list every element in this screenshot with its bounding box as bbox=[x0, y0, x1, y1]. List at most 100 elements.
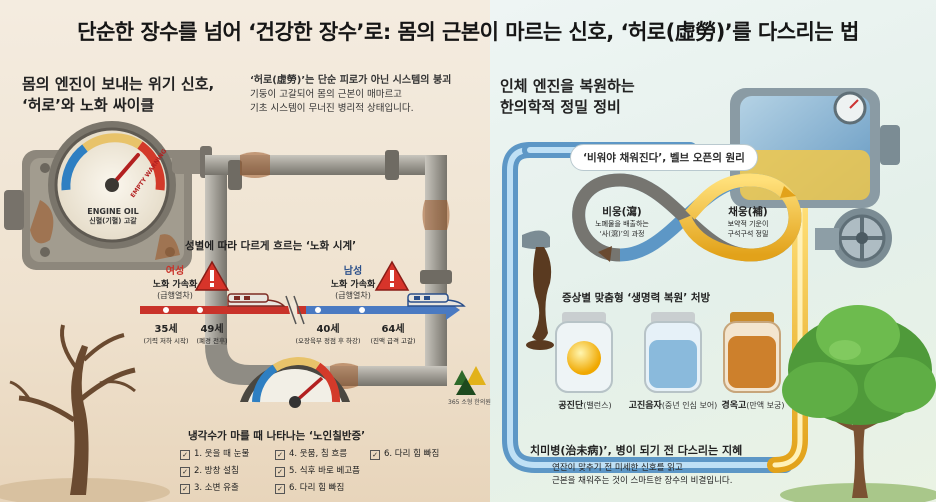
drain-title: 비웅(瀉) bbox=[602, 206, 642, 218]
prescription-title: 증상별 맞춤형 ‘생명력 복원’ 처방 bbox=[562, 292, 711, 304]
male-age1-note: (오장육부 정점 후 하강) bbox=[295, 337, 361, 345]
symptom-text: 4. 웃뭄, 침 흐름 bbox=[289, 449, 348, 459]
symptom-text: 6. 다리 힘 빠짐 bbox=[384, 449, 440, 459]
symptom-item: ✓ 4. 웃뭄, 침 흐름 bbox=[275, 447, 370, 460]
symptom-text: 2. 방창 설침 bbox=[194, 466, 239, 476]
wisdom-line2: 근본을 채워주는 것이 스마트한 장수의 비결입니다. bbox=[552, 476, 733, 486]
male-label: 남성 노화 가속화 (급행열차) bbox=[318, 262, 388, 301]
check-icon: ✓ bbox=[180, 484, 190, 494]
gauge-label-line2: 신혈(기혈) 고갈 bbox=[89, 217, 137, 225]
symptom-item: ✓ 6. 다리 힘 빠짐 bbox=[370, 447, 450, 460]
female-age1: 35세 (기력 저하 시작) bbox=[128, 320, 204, 345]
male-age2-value: 64세 bbox=[381, 324, 405, 335]
bottle-gyeongokgo bbox=[723, 312, 781, 393]
fill-note1: 보약적 기운이 bbox=[727, 220, 769, 228]
check-icon: ✓ bbox=[275, 450, 285, 460]
bottle-name: 공진단 bbox=[558, 401, 584, 411]
male-title: 남성 bbox=[343, 266, 363, 277]
female-age2: 49세 (폐경 전후) bbox=[182, 320, 242, 345]
gauge-label-line1: ENGINE OIL bbox=[87, 207, 139, 216]
left-desc-line1: ‘허로(虛勞)’는 단순 피로가 아닌 시스템의 붕괴 bbox=[250, 75, 452, 86]
wisdom-line1: 연잔이 맞추기 전 미세한 신호를 읽고 bbox=[552, 463, 683, 473]
bottle-gojineumja bbox=[644, 312, 702, 393]
valve-wheel bbox=[815, 208, 892, 268]
symptom-item: ✓ 2. 방창 설침 bbox=[180, 464, 275, 477]
male-sub: 노화 가속화 bbox=[330, 280, 376, 290]
male-age2: 64세 (진액 급격 고갈) bbox=[358, 320, 428, 345]
bottle-name: 고진음자 bbox=[628, 401, 662, 411]
fill-label: 채웅(補) 보약적 기운이 구석구석 정밀 bbox=[706, 204, 790, 239]
left-heading-line2: ‘허로’와 노화 싸이클 bbox=[22, 96, 155, 114]
female-title: 여성 bbox=[165, 266, 185, 277]
symptom-item bbox=[370, 481, 450, 494]
check-icon: ✓ bbox=[370, 450, 380, 460]
right-heading-line2: 한의학적 정밀 정비 bbox=[500, 98, 621, 116]
symptom-item: ✓ 1. 웃을 때 눈물 bbox=[180, 447, 275, 460]
right-heading: 인체 엔진을 복원하는 한의학적 정밀 정비 bbox=[500, 76, 700, 118]
wisdom-text: 연잔이 맞추기 전 미세한 신호를 읽고 근본을 채워주는 것이 스마트한 장수… bbox=[552, 462, 732, 488]
left-desc-line3: 기초 시스템이 무너진 병리적 상태입니다. bbox=[250, 103, 414, 114]
bottle-caption-gojineumja: 고진음자(중년 인심 보어) bbox=[618, 398, 728, 411]
left-heading: 몸의 엔진이 보내는 위기 신호, ‘허로’와 노화 싸이클 bbox=[22, 74, 242, 116]
coolant-tank bbox=[730, 88, 900, 208]
symptom-item bbox=[370, 464, 450, 477]
coolant-gauge bbox=[240, 357, 350, 408]
bottle-note: (중년 인심 보어) bbox=[661, 401, 718, 410]
check-icon: ✓ bbox=[180, 450, 190, 460]
dead-tree bbox=[0, 324, 170, 502]
male-age1-value: 40세 bbox=[316, 324, 340, 335]
right-heading-line1: 인체 엔진을 복원하는 bbox=[500, 77, 635, 95]
left-desc-line2: 기둥이 고갈되어 몸의 근본이 매마르고 bbox=[250, 89, 402, 100]
drain-note2: ‘사(瀉)’의 과정 bbox=[599, 230, 645, 238]
symptom-item: ✓ 6. 다리 힘 빠짐 bbox=[275, 481, 370, 494]
page-title: 단순한 장수를 넘어 ‘건강한 장수’로: 몸의 근본이 마르는 신호, ‘허로… bbox=[77, 20, 859, 44]
symptom-text: 1. 웃을 때 눈물 bbox=[194, 449, 250, 459]
oil-gauge bbox=[48, 121, 176, 249]
left-description: ‘허로(虛勞)’는 단순 피로가 아닌 시스템의 붕괴 기둥이 고갈되어 몸의 … bbox=[250, 74, 480, 116]
principle-pill: ‘비워야 채워진다’, 벨브 오픈의 원리 bbox=[570, 144, 758, 171]
male-age1: 40세 (오장육부 정점 후 하강) bbox=[288, 320, 368, 345]
infinity-cycle bbox=[572, 173, 802, 262]
symptoms-title: 냉각수가 마를 때 나타나는 ‘노인칠반증’ bbox=[188, 430, 366, 442]
drain-note1: 노폐물을 배출하는 bbox=[595, 220, 649, 228]
fill-title: 채웅(補) bbox=[728, 206, 768, 218]
left-pipe-network bbox=[205, 150, 452, 389]
clinic-logo-text: 365 소형 한의원 bbox=[448, 399, 491, 406]
bottle-note: (밸런스) bbox=[583, 401, 612, 410]
clinic-logo bbox=[454, 366, 486, 395]
bottle-caption-gongjindan: 공진단(밸런스) bbox=[540, 398, 630, 411]
female-sub: 노화 가속화 bbox=[152, 280, 198, 290]
bottle-caption-gyeongokgo: 경옥고(만액 보궁) bbox=[708, 398, 798, 411]
check-icon: ✓ bbox=[180, 467, 190, 477]
left-heading-line1: 몸의 엔진이 보내는 위기 신호, bbox=[22, 75, 215, 93]
female-age2-note: (폐경 전후) bbox=[196, 337, 228, 345]
female-age2-value: 49세 bbox=[200, 324, 224, 335]
female-label: 여성 노화 가속화 (급행열차) bbox=[140, 262, 210, 301]
drain-label: 비웅(瀉) 노폐물을 배출하는 ‘사(瀉)’의 과정 bbox=[580, 204, 664, 239]
bottle-note: (만액 보궁) bbox=[746, 401, 785, 410]
symptoms-list: ✓ 1. 웃을 때 눈물 ✓ 4. 웃뭄, 침 흐름 ✓ 6. 다리 힘 빠짐 ✓ 2.… bbox=[180, 447, 439, 494]
female-age1-note: (기력 저하 시작) bbox=[143, 337, 189, 345]
male-age2-note: (진액 급격 고갈) bbox=[370, 337, 416, 345]
symptom-text: 6. 다리 힘 빠짐 bbox=[289, 483, 345, 493]
male-sub2: (급행열차) bbox=[335, 291, 371, 300]
green-tree bbox=[780, 305, 936, 502]
warning-triangles bbox=[194, 260, 410, 291]
symptom-item: ✓ 3. 소변 유출 bbox=[180, 481, 275, 494]
gauge-label: ENGINE OIL 신혈(기혈) 고갈 bbox=[68, 207, 158, 226]
fill-note2: 구석구석 정밀 bbox=[727, 230, 769, 238]
symptom-text: 5. 식후 바로 베고픔 bbox=[289, 466, 360, 476]
express-trains bbox=[227, 293, 466, 307]
check-icon: ✓ bbox=[275, 484, 285, 494]
aging-timeline bbox=[140, 295, 460, 325]
female-age1-value: 35세 bbox=[154, 324, 178, 335]
bottle-name: 경옥고 bbox=[721, 401, 747, 411]
symptom-item: ✓ 5. 식후 바로 베고픔 bbox=[275, 464, 370, 477]
bottle-gongjindan bbox=[555, 312, 613, 393]
aging-clock-title: 성별에 따라 다르게 흐르는 ‘노화 시계’ bbox=[185, 240, 357, 252]
female-sub2: (급행열차) bbox=[157, 291, 193, 300]
check-icon: ✓ bbox=[275, 467, 285, 477]
symptom-text: 3. 소변 유출 bbox=[194, 483, 239, 493]
wisdom-title: 치미병(治未病)’, 병이 되기 전 다스리는 지혜 bbox=[530, 444, 743, 457]
